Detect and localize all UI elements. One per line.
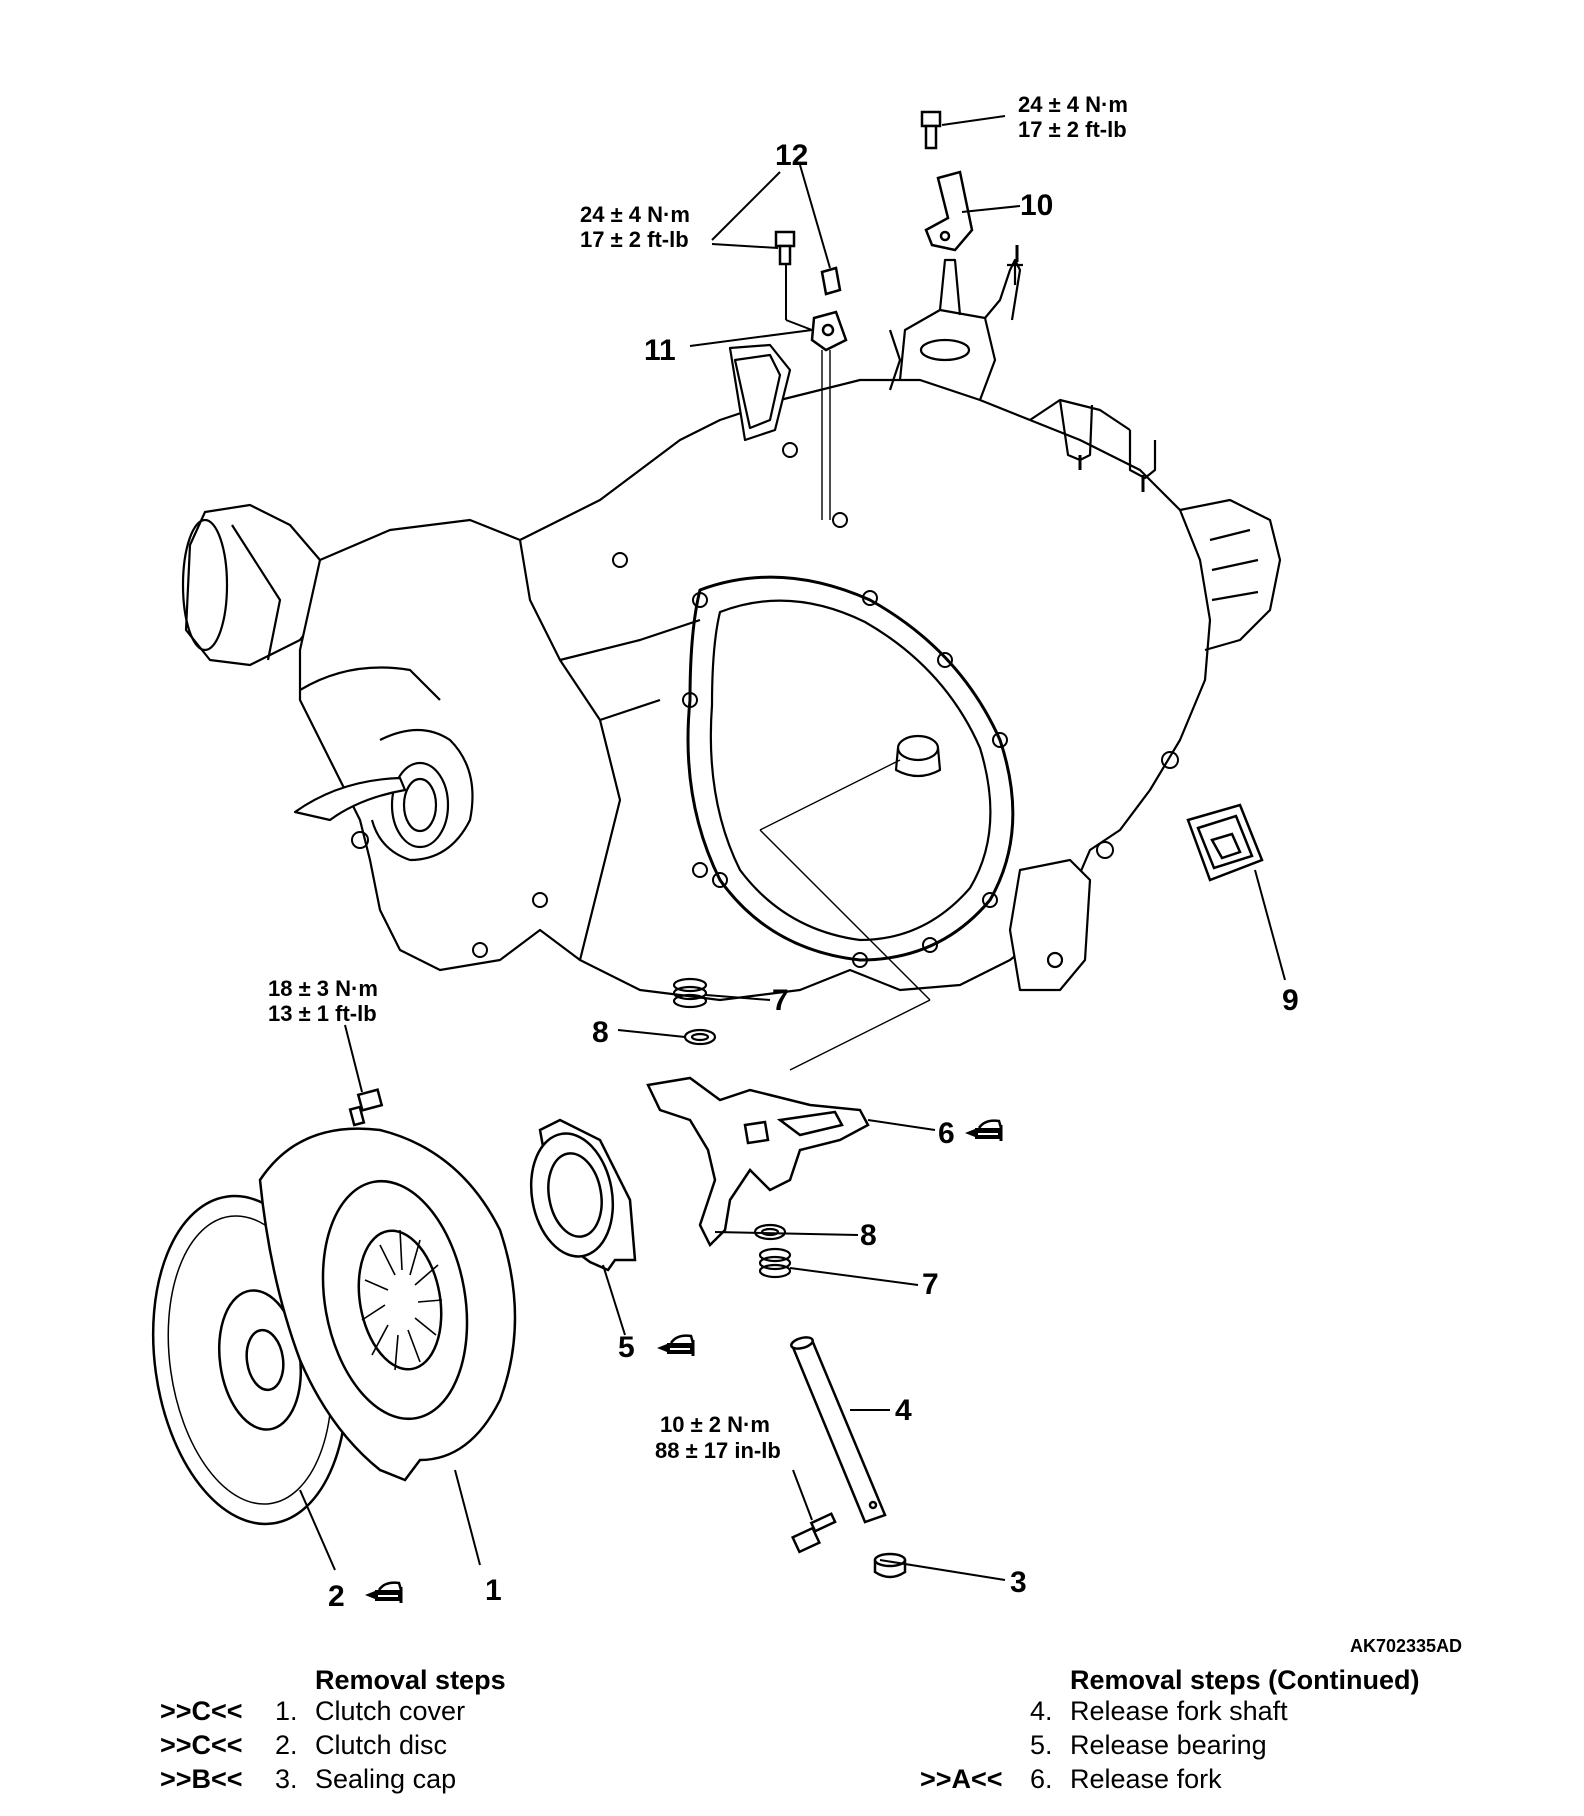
washer-8-upper: [683, 1028, 717, 1046]
diagram-code: AK702335AD: [1350, 1636, 1462, 1656]
leader-lines: [299, 115, 1286, 1581]
torque-shaft-inlb: 88 ± 17 in-lb: [655, 1438, 781, 1463]
torque-shaft-nm: 10 ± 2 N·m: [660, 1412, 770, 1437]
step-code: >>C<<: [160, 1696, 243, 1726]
callout-9: 9: [1282, 984, 1299, 1017]
release-bearing-5: [529, 1118, 637, 1272]
step-text: Release fork shaft: [1070, 1696, 1288, 1726]
step-number: 6.: [1030, 1764, 1053, 1794]
callout-7-lower: 7: [922, 1268, 939, 1301]
callout-11: 11: [644, 334, 676, 367]
grease-gun-icon: [963, 1119, 1003, 1143]
callout-6: 6: [938, 1117, 955, 1150]
callout-5: 5: [618, 1331, 635, 1364]
step-number: 3.: [275, 1764, 298, 1794]
transaxle-housing: [181, 245, 1282, 1071]
step-row: >>A<< 6. Release fork: [790, 1763, 1584, 1795]
step-number: 1.: [275, 1696, 298, 1726]
step-code: >>A<<: [920, 1764, 1003, 1794]
torque-top-ftlb: 17 ± 2 ft-lb: [1018, 117, 1127, 142]
step-text: Sealing cap: [315, 1764, 457, 1794]
torque-mid-nm: 24 ± 4 N·m: [580, 202, 690, 227]
bolt-cover: [348, 1088, 384, 1127]
callout-3: 3: [1010, 1566, 1027, 1599]
callout-7-upper: 7: [772, 984, 789, 1017]
step-text: Release fork: [1070, 1764, 1222, 1794]
removal-steps-right: Removal steps (Continued) 4. Release for…: [790, 1665, 1584, 1815]
torque-top-nm: 24 ± 4 N·m: [1018, 92, 1128, 117]
callout-12: 12: [775, 139, 808, 172]
callout-4: 4: [895, 1394, 912, 1427]
spring-7-lower: [758, 1247, 792, 1279]
step-row: 5. Release bearing: [790, 1729, 1584, 1761]
callout-8-lower: 8: [860, 1219, 877, 1252]
torque-cover-nm: 18 ± 3 N·m: [268, 976, 378, 1001]
grease-gun-icon: [655, 1334, 695, 1358]
step-row: >>C<< 1. Clutch cover: [0, 1695, 790, 1727]
callouts: 1 2 3 4 5 6 7 8 9 10 11 12 7 8: [328, 139, 1299, 1613]
clutch-cover-1: [258, 1127, 517, 1482]
torque-mid-ftlb: 17 ± 2 ft-lb: [580, 227, 689, 252]
bolt-top: [920, 110, 942, 150]
release-fork-6: [646, 1076, 870, 1248]
plug-cover-9: [1186, 803, 1264, 882]
step-code: >>C<<: [160, 1730, 243, 1760]
step-row: >>C<< 2. Clutch disc: [0, 1729, 790, 1761]
bracket-10: [924, 170, 974, 252]
removal-steps-continued-title: Removal steps (Continued): [1070, 1665, 1420, 1695]
callout-2: 2: [328, 1580, 345, 1613]
step-number: 5.: [1030, 1730, 1053, 1760]
callout-10: 10: [1020, 189, 1053, 222]
bolt-mid: [774, 230, 796, 266]
step-number: 2.: [275, 1730, 298, 1760]
callout-1: 1: [485, 1574, 502, 1607]
torque-specs: 24 ± 4 N·m 17 ± 2 ft-lb 24 ± 4 N·m 17 ± …: [268, 92, 1128, 1463]
step-text: Release bearing: [1070, 1730, 1267, 1760]
step-number: 4.: [1030, 1696, 1053, 1726]
torque-cover-ftlb: 13 ± 1 ft-lb: [268, 1001, 377, 1026]
removal-steps-left: Removal steps >>C<< 1. Clutch cover >>C<…: [0, 1665, 790, 1815]
step-code: >>B<<: [160, 1764, 243, 1794]
callout-8-upper: 8: [592, 1016, 609, 1049]
sealing-cap-3: [873, 1552, 907, 1579]
step-text: Clutch cover: [315, 1696, 466, 1726]
removal-steps-title: Removal steps: [315, 1665, 506, 1695]
sensor-12: [820, 266, 842, 296]
spring-7-upper: [672, 977, 708, 1009]
bolt-shaft: [790, 1512, 837, 1554]
step-text: Clutch disc: [315, 1730, 448, 1760]
step-row: 4. Release fork shaft: [790, 1695, 1584, 1727]
grease-gun-icon: [363, 1581, 403, 1605]
release-fork-shaft-4: [790, 1336, 887, 1524]
step-row: >>B<< 3. Sealing cap: [0, 1763, 790, 1795]
bracket-11: [810, 310, 848, 352]
